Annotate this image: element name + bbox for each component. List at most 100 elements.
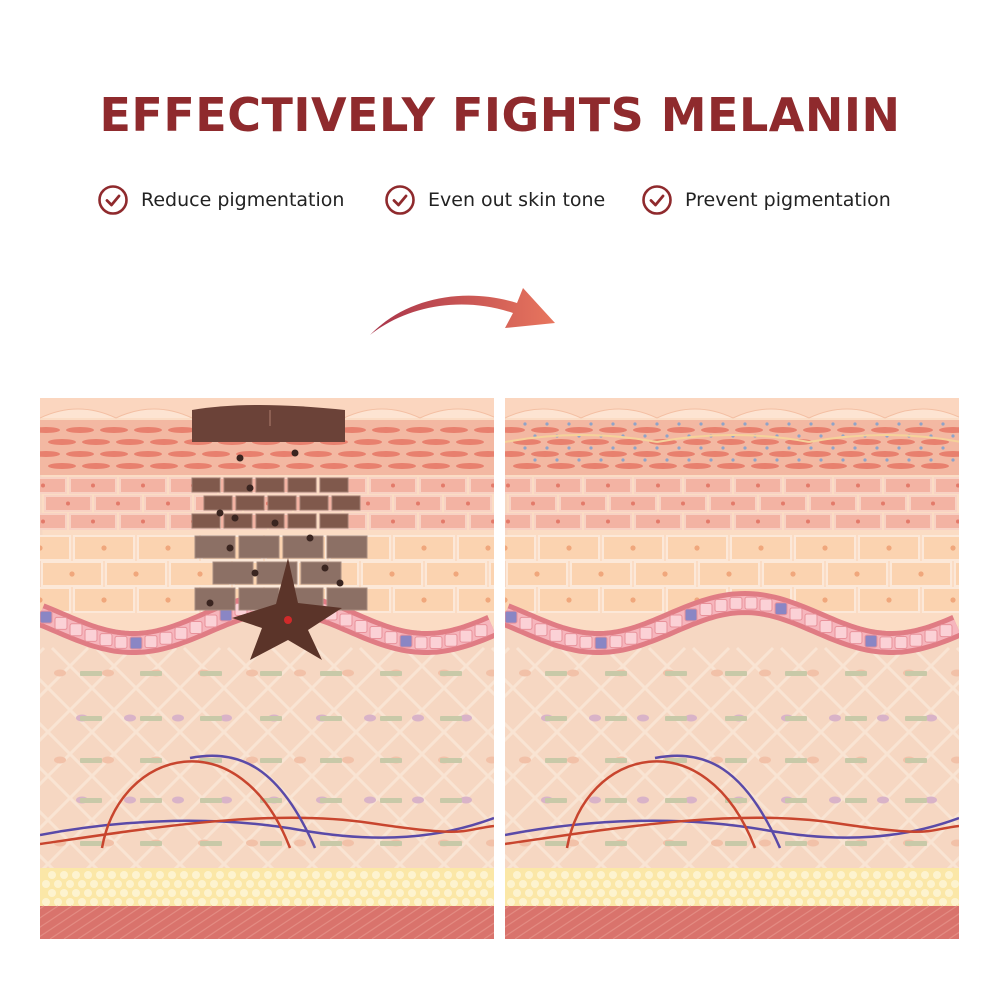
fat-cell (741, 871, 749, 879)
fat-cell (849, 889, 857, 897)
elastin-fiber (380, 798, 402, 803)
fat-cell (324, 871, 332, 879)
flat-cell (921, 439, 949, 445)
fat-cell (108, 871, 116, 879)
fat-cell (825, 871, 833, 879)
flat-cell (667, 427, 695, 433)
fat-cell (609, 871, 617, 879)
collagen-fiber (40, 646, 134, 743)
check-circle-icon (385, 185, 415, 215)
cell-nucleus (950, 597, 956, 603)
fat-cell (102, 898, 110, 906)
flat-cell (134, 451, 162, 457)
flat-cell (887, 439, 915, 445)
fat-cell (567, 880, 575, 888)
fat-cell (921, 889, 929, 897)
elastin-fiber (665, 841, 687, 846)
surface-cell (656, 408, 734, 419)
fat-cell (579, 898, 587, 906)
fibroblast-cell (220, 796, 232, 804)
elastin-fiber (440, 716, 462, 721)
protective-dot (611, 446, 615, 450)
even-tone-line (505, 434, 658, 443)
fat-cell (84, 889, 92, 897)
fat-cell (240, 889, 248, 897)
benefit-label: Reduce pigmentation (141, 189, 345, 211)
fat-cell (168, 889, 176, 897)
capillary-loop (100, 760, 292, 849)
fibroblast-cell (246, 669, 258, 677)
protective-dot (523, 446, 527, 450)
cell-nucleus (598, 571, 604, 577)
fat-cell (807, 898, 815, 906)
basal-cell (114, 635, 128, 649)
muscle-fiber (40, 905, 73, 928)
protective-dot (721, 446, 725, 450)
fat-cell (699, 880, 707, 888)
elastin-fiber (905, 671, 927, 676)
flat-cell (633, 451, 661, 457)
flat-cell (819, 463, 847, 469)
cell-nucleus (506, 483, 510, 488)
fibroblast-cell (519, 756, 531, 764)
melanocyte-cell (684, 608, 698, 622)
fat-cell (759, 898, 767, 906)
cell-nucleus (41, 519, 45, 524)
cell-nucleus (856, 483, 860, 488)
elastin-fiber (725, 841, 747, 846)
fat-cell (246, 880, 254, 888)
cell-nucleus (581, 501, 585, 506)
fat-cell (48, 889, 56, 897)
flat-cell (422, 439, 450, 445)
fat-cell (216, 889, 224, 897)
fat-cell (945, 871, 953, 879)
fibroblast-cell (685, 796, 697, 804)
basal-cell (474, 624, 488, 638)
cell-nucleus (534, 571, 540, 577)
muscle-fiber (626, 905, 678, 939)
fat-cell (204, 871, 212, 879)
protective-dot (611, 422, 615, 426)
fat-cell (456, 871, 464, 879)
fat-cell (573, 889, 581, 897)
cell-nucleus (758, 545, 764, 551)
flat-cell (150, 463, 178, 469)
muscle-fiber (329, 905, 381, 939)
fat-cell (162, 880, 170, 888)
fibroblast-cell (342, 669, 354, 677)
cell-nucleus (116, 501, 120, 506)
elastin-fiber (905, 841, 927, 846)
fibroblast-cell (486, 839, 494, 847)
cell-nucleus (756, 483, 760, 488)
protective-dot (589, 422, 593, 426)
fat-cell (855, 880, 863, 888)
cell-nucleus (416, 501, 420, 506)
fat-cell (138, 898, 146, 906)
muscle-fiber (231, 905, 283, 939)
fat-cell (432, 889, 440, 897)
fat-cell (414, 880, 422, 888)
fat-cell (114, 898, 122, 906)
fat-cell (342, 898, 350, 906)
flat-cell (531, 451, 559, 457)
fat-cell (150, 880, 158, 888)
muscle-fiber (612, 905, 664, 939)
cell-nucleus (822, 545, 828, 551)
pigmented-cell (223, 477, 253, 493)
fat-cell (537, 889, 545, 897)
protective-dot (665, 434, 669, 438)
even-tone-line (656, 434, 810, 443)
fat-cell (126, 898, 134, 906)
flat-cell (82, 463, 110, 469)
flat-cell (218, 463, 246, 469)
cell-nucleus (40, 597, 43, 603)
fat-cell (150, 898, 158, 906)
fat-cell (843, 880, 851, 888)
fibroblast-cell (220, 714, 232, 722)
fat-cell (741, 889, 749, 897)
fat-cell (627, 880, 635, 888)
flat-cell (905, 427, 933, 433)
fibroblast-cell (711, 669, 723, 677)
cell-nucleus (662, 571, 668, 577)
melanocyte-cell (774, 602, 788, 616)
